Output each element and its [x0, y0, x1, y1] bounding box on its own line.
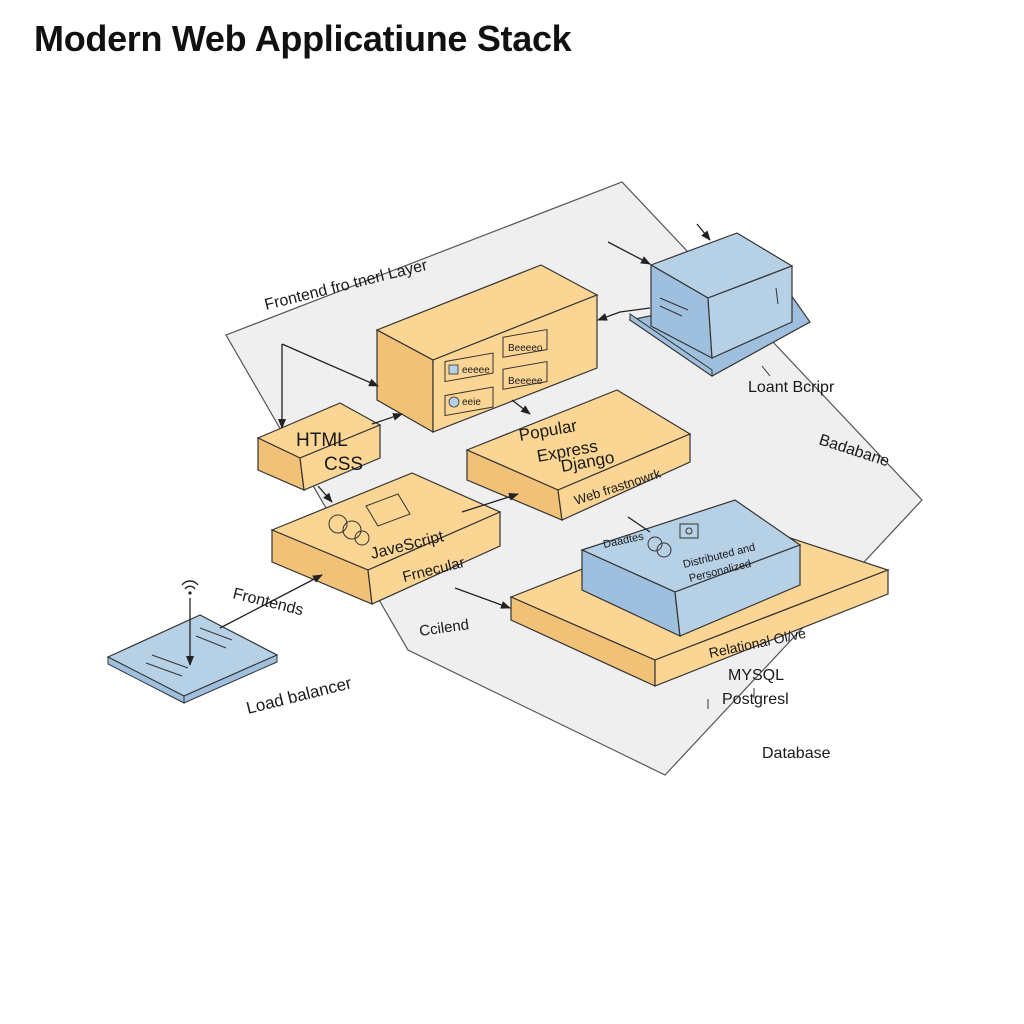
module-chip-1: eeeee [444, 352, 494, 383]
edge-server-to-modules [597, 307, 651, 321]
js-logo-icon [328, 514, 370, 546]
db-link-icon [647, 536, 672, 558]
module-chip-3-label: eeie [462, 397, 481, 408]
frontend-modules-box: eeeee Beeeeo eeie Beeeee [375, 264, 599, 434]
edge-html-to-modules [371, 413, 403, 425]
page-title: Modern Web Applicatiune Stack [34, 18, 572, 59]
db-node-icon [679, 523, 699, 539]
load-script-server [628, 232, 811, 377]
css-label: CSS [324, 454, 363, 475]
db-base-front [654, 569, 889, 687]
edge-into-server-top [696, 223, 711, 241]
javascript-box: eeeee JaveScript Frnecular [270, 472, 502, 605]
module-chip-1-label: eeeee [462, 365, 490, 376]
edge-into-server-left [607, 241, 651, 265]
web-framework-box: Popular Express Django Web frastnowrk [465, 389, 692, 521]
framework-box-front [557, 433, 691, 521]
module-chip-4-label: Beeeee [508, 376, 543, 387]
edge-html-to-js [317, 485, 333, 503]
postgresql-label: Postgresl [722, 691, 789, 708]
edge-loop-to-modules [281, 343, 379, 387]
load-balancer-label: Load balancer [244, 673, 353, 718]
edge-lb-to-js [219, 574, 323, 629]
edge-framework-to-db [627, 516, 651, 533]
load-balancer [106, 580, 279, 704]
edge-js-to-database [454, 587, 511, 609]
module-chip-4: Beeeee [502, 360, 548, 390]
module-chip-2: Beeeeo [502, 328, 548, 358]
html-css-box: HTML CSS [256, 402, 382, 491]
react-logo-icon: eeeee [365, 493, 411, 527]
js-box-front [367, 511, 501, 605]
backend-label: Ccilend [418, 616, 470, 640]
modules-box-front [432, 294, 598, 433]
database-bottom-label: Database [762, 745, 831, 762]
edge-js-to-framework [461, 492, 519, 513]
lb-top [106, 614, 279, 697]
module-chip-2-label: Beeeeo [508, 343, 543, 354]
server-base-edge [629, 313, 713, 377]
db-box-front [674, 544, 801, 637]
mysql-label: MYSQL [728, 667, 784, 684]
server-box-right [707, 265, 793, 359]
html-box-front [299, 424, 381, 491]
wifi-icon [181, 580, 199, 595]
module-chip-3: eeie [444, 386, 494, 417]
frontends-label: Frontends [231, 585, 305, 619]
edge-modules-to-framework [511, 399, 531, 415]
load-script-label: Loant Bcripr [748, 379, 835, 396]
lb-edge-right [183, 654, 278, 704]
html-label: HTML [296, 430, 348, 451]
